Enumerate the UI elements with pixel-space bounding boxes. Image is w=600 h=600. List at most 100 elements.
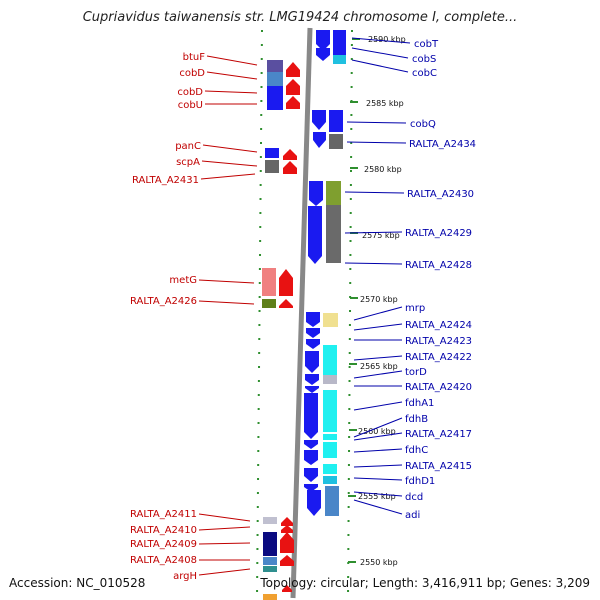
feature-fdhD1[interactable] [323, 476, 337, 484]
gene-label[interactable]: cobS [412, 54, 436, 65]
gene-label[interactable]: RALTA_A2431 [132, 175, 199, 186]
arrow-mrp[interactable] [306, 312, 320, 327]
arrow-RALTA_A2429[interactable] [308, 206, 322, 264]
gene-label[interactable]: metG [169, 275, 197, 286]
gene-label[interactable]: btuF [183, 52, 206, 63]
gene-label[interactable]: fdhB [405, 414, 428, 425]
arrow-cobU[interactable] [286, 96, 300, 109]
arrow-RALTA_A2411[interactable] [281, 517, 293, 526]
gene-label[interactable]: fdhA1 [405, 398, 434, 409]
arrow-RALTA_A2409[interactable] [280, 532, 294, 553]
arrow-fdhC[interactable] [304, 450, 318, 465]
feature-RALTA_A2409[interactable] [263, 532, 277, 556]
feature-metG[interactable] [262, 268, 276, 296]
feature-cobT[interactable] [333, 30, 346, 55]
arrow-adi[interactable] [307, 490, 321, 516]
arrow-metG[interactable] [279, 269, 293, 296]
gene-label[interactable]: RALTA_A2423 [405, 336, 472, 347]
gene-label[interactable]: RALTA_A2426 [130, 296, 197, 307]
arrow-fdhA1[interactable] [304, 393, 318, 439]
feature-fdhC[interactable] [323, 442, 337, 458]
gene-label[interactable]: cobC [412, 68, 437, 79]
gene-label[interactable]: cobQ [410, 119, 436, 130]
gene-label[interactable]: cobD [179, 68, 205, 79]
arrow-RALTA_A2422[interactable] [305, 351, 319, 373]
gene-label[interactable]: RALTA_A2408 [130, 555, 197, 566]
feature-RALTA_A2408[interactable] [263, 557, 277, 565]
arrow-cobT[interactable] [316, 30, 330, 51]
arrow-torD[interactable] [305, 374, 319, 385]
arrow-RALTA_A2423[interactable] [306, 339, 320, 349]
feature-fdhA1[interactable] [323, 390, 337, 432]
gene-label[interactable]: RALTA_A2430 [407, 189, 474, 200]
feature-adi[interactable] [325, 486, 339, 516]
gene-label[interactable]: RALTA_A2424 [405, 320, 472, 331]
arrow-fdhD1[interactable] [304, 484, 318, 492]
right-leaders [344, 37, 411, 515]
gene-label[interactable]: argH [173, 571, 197, 582]
arrow-cobD-2[interactable] [286, 79, 300, 95]
arrow-cobQ[interactable] [312, 110, 326, 130]
feature-RALTA_A2430[interactable] [326, 181, 341, 205]
arrow-cobS[interactable] [316, 48, 330, 61]
gene-label[interactable]: RALTA_A2420 [405, 382, 472, 393]
gene-label[interactable]: mrp [405, 303, 425, 314]
tick-label: 2570 kbp [360, 295, 398, 304]
gene-label[interactable]: torD [405, 367, 427, 378]
feature-mrp[interactable] [323, 313, 338, 327]
feature-btuF[interactable] [267, 60, 283, 72]
gene-label[interactable]: RALTA_A2428 [405, 260, 472, 271]
arrow-RALTA_A2420[interactable] [305, 386, 319, 393]
feature-RALTA_A2429[interactable] [326, 205, 341, 263]
gene-label[interactable]: cobD [177, 87, 203, 98]
tick-label: 2575 kbp [362, 231, 400, 240]
arrow-fdhB[interactable] [304, 440, 318, 449]
arrow-scpA[interactable] [283, 161, 297, 174]
accession-text: Accession: NC_010528 [9, 576, 146, 590]
gene-label[interactable]: RALTA_A2409 [130, 539, 197, 550]
gene-label[interactable]: RALTA_A2411 [130, 509, 197, 520]
gene-label[interactable]: RALTA_A2410 [130, 525, 197, 536]
left-feature-column [262, 60, 283, 600]
tick-label: 2590 kbp [368, 35, 406, 44]
feature-RALTA_A2411[interactable] [263, 517, 277, 524]
arrow-argH[interactable] [282, 585, 292, 592]
gene-label[interactable]: RALTA_A2422 [405, 352, 472, 363]
gene-label[interactable]: scpA [176, 157, 200, 168]
feature-RALTA_A2422[interactable] [323, 345, 337, 375]
arrow-panC[interactable] [283, 149, 297, 160]
gene-label[interactable]: RALTA_A2429 [405, 228, 472, 239]
feature-cobD-2[interactable] [267, 86, 283, 100]
gene-label[interactable]: fdhC [405, 445, 428, 456]
arrow-RALTA_A2426[interactable] [279, 299, 293, 308]
arrow-RALTA_A2434[interactable] [313, 132, 326, 148]
gene-label[interactable]: RALTA_A2415 [405, 461, 472, 472]
feature-cobQ[interactable] [329, 110, 343, 132]
gene-label[interactable]: cobU [178, 100, 203, 111]
gene-label[interactable]: RALTA_A2434 [409, 139, 476, 150]
feature-fdhB[interactable] [323, 434, 337, 440]
feature-cobD-1[interactable] [267, 72, 283, 86]
feature-cobU[interactable] [267, 100, 283, 110]
gene-label[interactable]: dcd [405, 492, 423, 503]
arrow-RALTA_A2430[interactable] [309, 181, 323, 206]
arrow-RALTA_A2415[interactable] [304, 468, 318, 482]
feature-panC[interactable] [265, 148, 279, 158]
gene-label[interactable]: fdhD1 [405, 476, 435, 487]
arrow-RALTA_A2408[interactable] [280, 555, 294, 566]
gene-label[interactable]: RALTA_A2417 [405, 429, 472, 440]
arrow-RALTA_A2410[interactable] [281, 525, 293, 533]
gene-label[interactable]: panC [175, 141, 201, 152]
gene-label[interactable]: adi [405, 510, 420, 521]
feature-scpA[interactable] [265, 160, 279, 173]
arrow-cobD-1[interactable] [286, 62, 300, 77]
arrow-RALTA_A2424[interactable] [306, 328, 320, 338]
feature-argH[interactable] [263, 566, 277, 572]
feature-cobS[interactable] [333, 55, 346, 64]
feature-RALTA_A2426[interactable] [262, 299, 276, 308]
feature-RALTA_A2434[interactable] [329, 134, 343, 149]
feature-torD[interactable] [323, 375, 337, 384]
gene-label[interactable]: cobT [414, 39, 439, 50]
feature-RALTA_A2415[interactable] [323, 464, 337, 474]
